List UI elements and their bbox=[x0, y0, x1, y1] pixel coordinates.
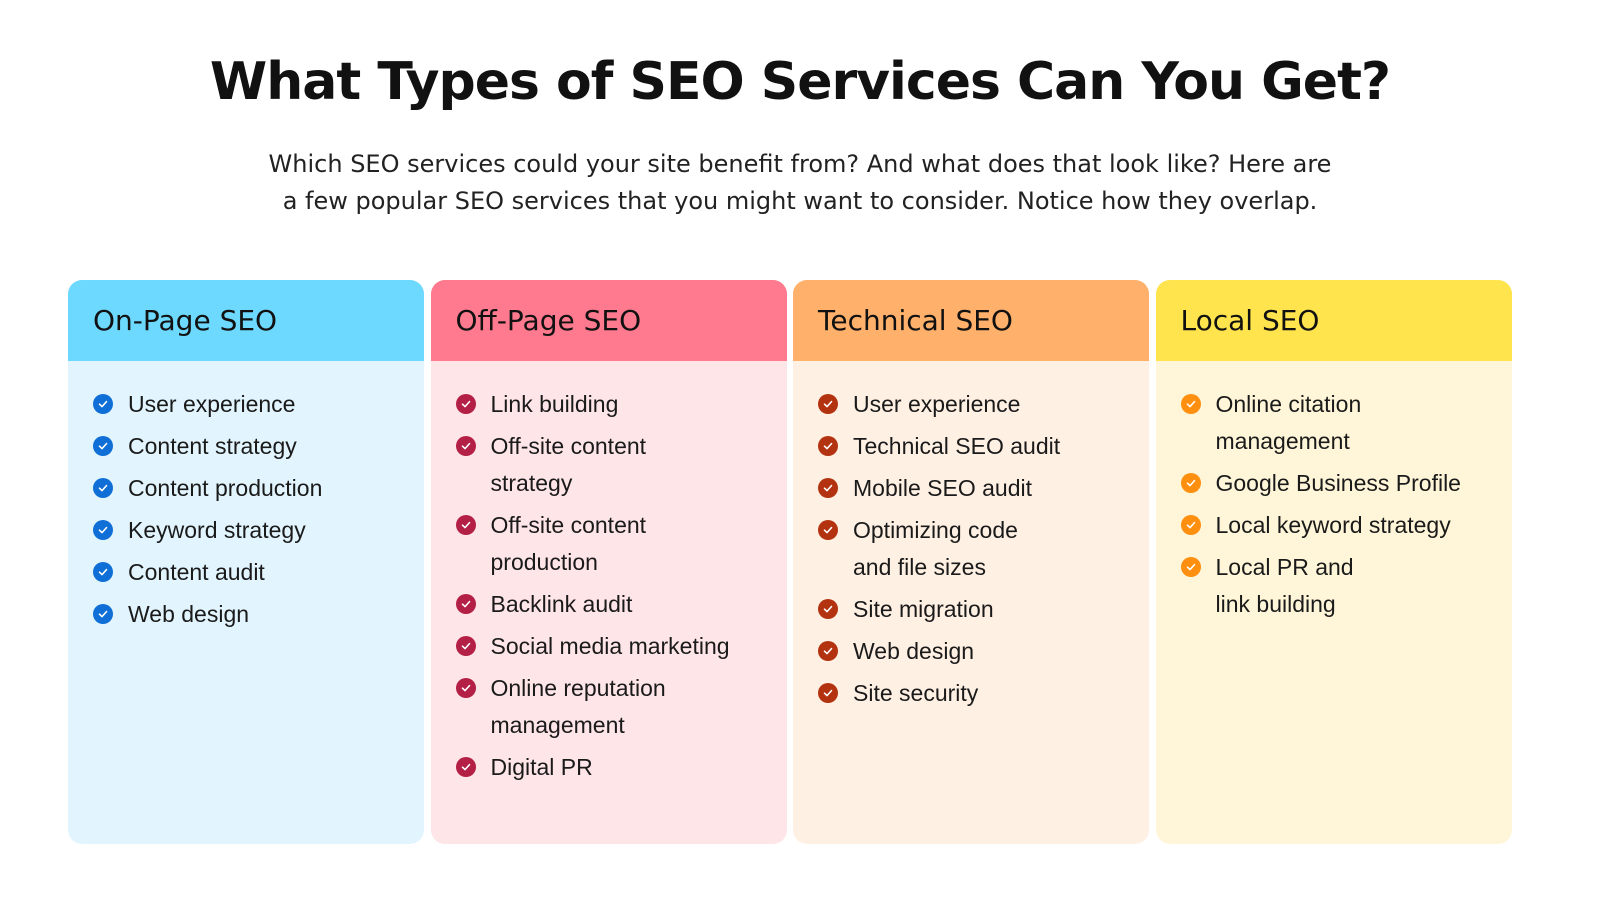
check-circle-icon bbox=[455, 678, 476, 698]
list-item: Site security bbox=[818, 678, 1137, 712]
check-circle-icon bbox=[1180, 515, 1201, 535]
check-circle-icon bbox=[455, 757, 476, 777]
list-item-label: Google Business Profile bbox=[1215, 470, 1461, 496]
check-circle-icon bbox=[93, 436, 113, 456]
list-item-label: Site security bbox=[853, 680, 979, 706]
list-item: Content production bbox=[93, 473, 412, 507]
subtitle-line-1: Which SEO services could your site benef… bbox=[268, 150, 1332, 178]
list-item: Optimizing code and file sizes bbox=[818, 515, 1137, 586]
list-item: Mobile SEO audit bbox=[818, 473, 1137, 507]
list-item: Link building bbox=[455, 389, 775, 423]
check-circle-icon bbox=[818, 599, 838, 619]
list-item-label: Off-site content production bbox=[490, 512, 647, 575]
list-item: Content strategy bbox=[93, 431, 412, 465]
check-circle-icon bbox=[93, 478, 113, 498]
list-item: Off-site content strategy bbox=[455, 431, 775, 502]
list-item: Site migration bbox=[818, 594, 1137, 628]
check-circle-icon bbox=[455, 394, 476, 414]
check-circle-icon bbox=[93, 604, 113, 624]
list-item: User experience bbox=[93, 389, 412, 423]
list-item-label: Optimizing code and file sizes bbox=[853, 517, 1018, 580]
list-item-label: Keyword strategy bbox=[128, 517, 306, 543]
check-circle-icon bbox=[1180, 394, 1201, 414]
list-item-label: Digital PR bbox=[490, 754, 593, 780]
list-item: Keyword strategy bbox=[93, 515, 412, 549]
list-item-label: Social media marketing bbox=[490, 633, 730, 659]
list-item: User experience bbox=[818, 389, 1137, 423]
list-item: Online citation management bbox=[1180, 389, 1500, 460]
list-item-label: Site migration bbox=[853, 596, 994, 622]
check-circle-icon bbox=[818, 436, 838, 456]
list-item-label: Technical SEO audit bbox=[853, 433, 1061, 459]
list-item: Content audit bbox=[93, 557, 412, 591]
page-subtitle: Which SEO services could your site benef… bbox=[200, 146, 1400, 220]
check-circle-icon bbox=[455, 515, 476, 535]
check-circle-icon bbox=[818, 683, 838, 703]
check-circle-icon bbox=[455, 594, 476, 614]
check-circle-icon bbox=[455, 436, 476, 456]
check-circle-icon bbox=[818, 478, 838, 498]
check-circle-icon bbox=[1180, 557, 1201, 577]
list-item-label: Mobile SEO audit bbox=[853, 475, 1032, 501]
card-title: Off-Page SEO bbox=[430, 280, 787, 361]
check-circle-icon bbox=[818, 520, 838, 540]
list-item-label: User experience bbox=[128, 391, 296, 417]
list-item: Backlink audit bbox=[455, 589, 775, 623]
list-item: Google Business Profile bbox=[1180, 468, 1500, 502]
subtitle-line-2: a few popular SEO services that you migh… bbox=[282, 187, 1318, 215]
list-item-label: Online citation management bbox=[1215, 391, 1362, 454]
list-item-label: Online reputation management bbox=[490, 675, 666, 738]
list-item-label: Backlink audit bbox=[490, 591, 633, 617]
list-item-label: Web design bbox=[128, 601, 250, 627]
check-circle-icon bbox=[93, 562, 113, 582]
list-item-label: Content strategy bbox=[128, 433, 297, 459]
card-title: On-Page SEO bbox=[68, 280, 424, 361]
page-title: What Types of SEO Services Can You Get? bbox=[209, 52, 1391, 112]
list-item-label: User experience bbox=[853, 391, 1021, 417]
list-item: Online reputation management bbox=[455, 673, 775, 744]
card-title: Technical SEO bbox=[793, 280, 1149, 361]
list-item: Web design bbox=[818, 636, 1137, 670]
list-item: Local PR and link building bbox=[1180, 552, 1500, 623]
card-title: Local SEO bbox=[1155, 280, 1512, 361]
check-circle-icon bbox=[93, 394, 113, 414]
list-item-label: Content audit bbox=[128, 559, 265, 585]
check-circle-icon bbox=[455, 636, 476, 656]
list-item: Social media marketing bbox=[455, 631, 775, 665]
check-circle-icon bbox=[93, 520, 113, 540]
list-item: Web design bbox=[93, 599, 412, 633]
list-item-label: Local PR and link building bbox=[1215, 554, 1354, 617]
list-item-label: Link building bbox=[490, 391, 619, 417]
list-item: Technical SEO audit bbox=[818, 431, 1137, 465]
check-circle-icon bbox=[818, 394, 838, 414]
check-circle-icon bbox=[818, 641, 838, 661]
check-circle-icon bbox=[1180, 473, 1201, 493]
list-item: Off-site content production bbox=[455, 510, 775, 581]
list-item-label: Web design bbox=[853, 638, 975, 664]
list-item-label: Content production bbox=[128, 475, 323, 501]
list-item-label: Local keyword strategy bbox=[1215, 512, 1451, 538]
list-item-label: Off-site content strategy bbox=[490, 433, 647, 496]
list-item: Digital PR bbox=[455, 752, 775, 786]
list-item: Local keyword strategy bbox=[1180, 510, 1500, 544]
